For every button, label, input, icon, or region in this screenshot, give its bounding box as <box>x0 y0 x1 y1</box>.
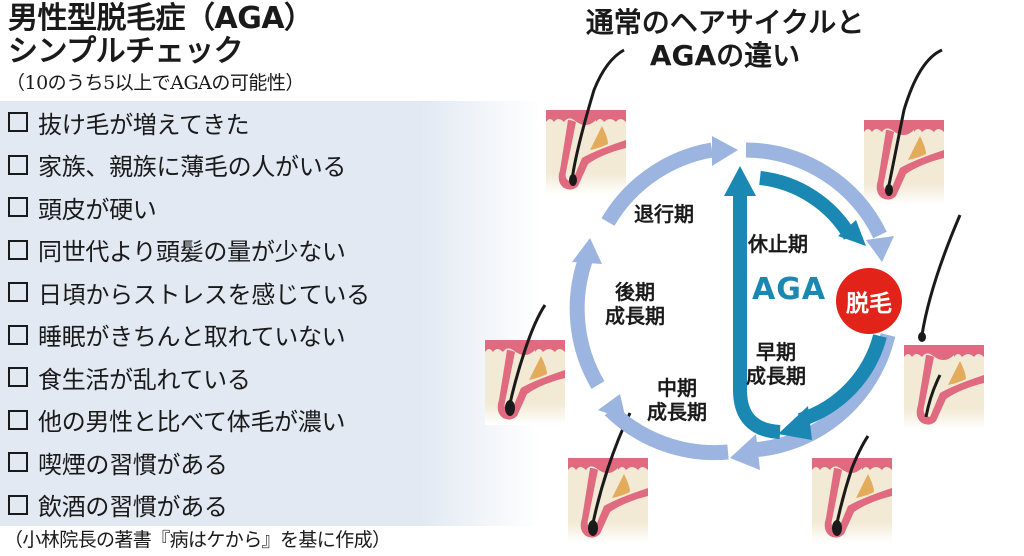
checklist-item[interactable]: 同世代より頭髪の量が少ない <box>8 229 370 272</box>
checkbox-icon[interactable] <box>8 494 28 515</box>
checkbox-icon[interactable] <box>8 197 28 218</box>
aga-cycle-label: AGA <box>752 272 827 307</box>
checkbox-icon[interactable] <box>8 112 28 133</box>
checklist-title-line2: シンプルチェック <box>8 34 244 69</box>
checklist-item-label: 睡眠がきちんと取れていない <box>38 323 346 352</box>
follicle-illustration-top-right <box>864 48 944 205</box>
checkbox-icon[interactable] <box>8 452 28 473</box>
checklist-item-label: 頭皮が硬い <box>38 195 157 224</box>
checklist-title: 男性型脱毛症（AGA） シンプルチェック <box>8 2 314 68</box>
phase-label-telogen: 休止期 <box>748 232 808 256</box>
checklist-item[interactable]: 睡眠がきちんと取れていない <box>8 314 370 357</box>
hairloss-badge: 脱毛 <box>836 268 902 334</box>
checklist-note: （10のうち5以上でAGAの可能性） <box>6 72 304 94</box>
checklist-item-label: 飲酒の習慣がある <box>38 493 228 522</box>
phase-label-line: 成長期 <box>605 304 665 328</box>
follicle-illustration-top-left <box>546 48 626 195</box>
checklist-item[interactable]: 食生活が乱れている <box>8 356 370 399</box>
phase-label-line: 成長期 <box>746 364 806 388</box>
phase-label-line: 早期 <box>756 340 796 364</box>
checkbox-icon[interactable] <box>8 409 28 430</box>
diagram-title-line2: AGAの違い <box>649 39 801 72</box>
phase-label-line: 後期 <box>615 280 655 304</box>
checklist-item[interactable]: 抜け毛が増えてきた <box>8 101 370 144</box>
aga-cycle-arrows <box>733 171 887 439</box>
phase-label-mid-anagen: 中期 成長期 <box>647 376 707 424</box>
checklist-item-label: 他の男性と比べて体毛が濃い <box>38 408 346 437</box>
checkbox-icon[interactable] <box>8 154 28 175</box>
checklist-item-label: 家族、親族に薄毛の人がいる <box>38 153 347 182</box>
checklist-title-line1: 男性型脱毛症（AGA） <box>8 1 314 36</box>
diagram-title-line1: 通常のヘアサイクルと <box>585 6 865 39</box>
checklist-item-label: 抜け毛が増えてきた <box>38 110 250 139</box>
checklist-item[interactable]: 飲酒の習慣がある <box>8 484 370 527</box>
checklist-item-label: 同世代より頭髪の量が少ない <box>38 238 346 267</box>
checklist-item[interactable]: 喫煙の習慣がある <box>8 441 370 484</box>
phase-label-late-anagen: 後期 成長期 <box>605 280 665 328</box>
follicle-illustration-bottom-right <box>812 435 892 543</box>
follicle-illustration-right-shedding <box>904 214 984 430</box>
checklist-panel-background <box>0 101 540 526</box>
aga-cycle-arrowheads <box>724 166 866 440</box>
checklist-item[interactable]: 日頃からストレスを感じている <box>8 271 370 314</box>
diagram-title: 通常のヘアサイクルと AGAの違い <box>560 6 890 72</box>
phase-label-early-anagen: 早期 成長期 <box>746 340 806 388</box>
checklist-item[interactable]: 頭皮が硬い <box>8 186 370 229</box>
phase-label-line: 成長期 <box>647 400 707 424</box>
checkbox-icon[interactable] <box>8 367 28 388</box>
checklist-item-label: 日頃からストレスを感じている <box>38 280 370 309</box>
normal-cycle-arrowheads <box>572 136 894 470</box>
checklist-item-label: 食生活が乱れている <box>38 365 251 394</box>
checklist-item[interactable]: 他の男性と比べて体毛が濃い <box>8 399 370 442</box>
phase-label-line: 中期 <box>657 376 697 400</box>
checkbox-icon[interactable] <box>8 282 28 303</box>
checkbox-icon[interactable] <box>8 324 28 345</box>
checklist: 抜け毛が増えてきた 家族、親族に薄毛の人がいる 頭皮が硬い 同世代より頭髪の量が… <box>8 101 370 526</box>
checklist-item[interactable]: 家族、親族に薄毛の人がいる <box>8 144 370 187</box>
normal-cycle-arrows <box>569 142 896 461</box>
follicle-illustration-left <box>485 304 565 425</box>
checkbox-icon[interactable] <box>8 239 28 260</box>
source-credit: （小林院長の著書『病はケから』を基に作成） <box>4 529 391 551</box>
phase-label-catagen: 退行期 <box>634 202 694 226</box>
checklist-item-label: 喫煙の習慣がある <box>38 450 228 479</box>
